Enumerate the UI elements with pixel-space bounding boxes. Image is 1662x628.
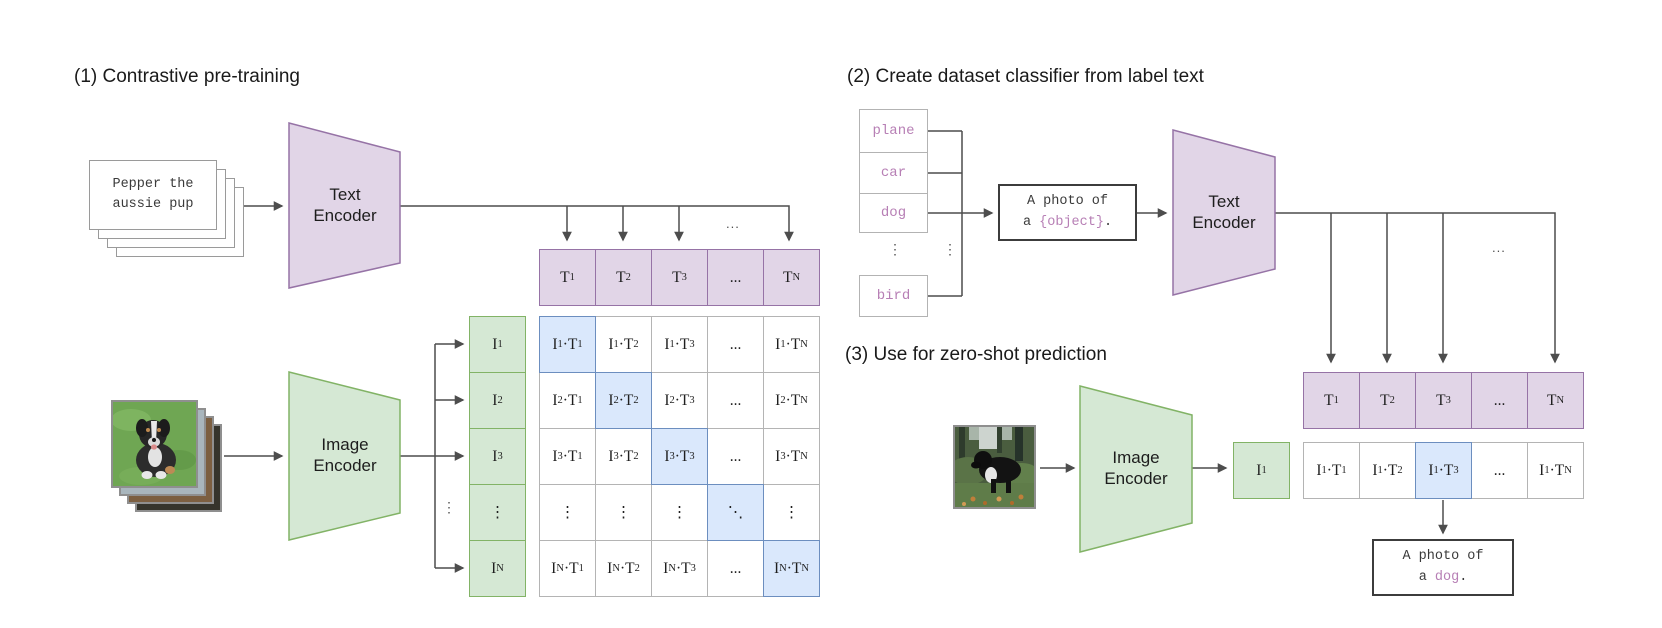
section1-title: (1) Contrastive pre-training — [74, 66, 300, 87]
prediction-box: A photo of a dog. — [1372, 539, 1514, 596]
image-encoder-label: Image Encoder — [313, 435, 377, 475]
prediction-line2: a dog. — [1418, 569, 1468, 585]
query-photo — [953, 425, 1036, 509]
text-encoder2-label: Text Encoder — [1192, 192, 1256, 232]
matrix-cell: ⋮ — [539, 484, 596, 541]
puppy-photo — [111, 400, 198, 488]
text-encoder-label: Text Encoder — [313, 185, 377, 225]
text-card-line1: Pepper the — [112, 177, 194, 193]
t-dots-cell: ... — [707, 249, 764, 306]
matrix-cell: ... — [707, 540, 764, 597]
puppy-illustration — [113, 402, 196, 486]
vdots-image-bus: ⋮ — [442, 501, 456, 516]
class-label-car: car — [859, 151, 928, 194]
t-dots-cell: ... — [1471, 372, 1528, 429]
matrix-cell: ⋱ — [707, 484, 764, 541]
matrix-cell: ... — [707, 316, 764, 373]
result-dots-cell: ... — [1471, 442, 1528, 499]
section3-title: (3) Use for zero-shot prediction — [845, 344, 1107, 365]
prompt-line1: A photo of — [1026, 194, 1108, 210]
prompt-object-token: {object} — [1039, 214, 1104, 230]
line-text-encoder2-to-t-n — [1275, 212, 1560, 364]
predicted-class: dog — [1434, 569, 1460, 585]
text-card-line2: aussie pup — [112, 197, 194, 212]
section2-title: (2) Create dataset classifier from label… — [847, 66, 1204, 87]
vdots-labels-left: ⋮ — [888, 243, 902, 258]
dog-illustration — [955, 427, 1034, 507]
class-label-bird: bird — [859, 275, 928, 317]
hdots-right: ... — [1492, 240, 1506, 255]
vdots-labels-right: ⋮ — [943, 243, 957, 258]
matrix-cell: ⋮ — [763, 484, 820, 541]
matrix-cell: ... — [707, 428, 764, 485]
matrix-cell: ⋮ — [595, 484, 652, 541]
prompt-template-box: A photo of a {object}. — [998, 184, 1137, 241]
class-label-plane: plane — [859, 109, 928, 153]
prompt-line2: a {object}. — [1022, 214, 1113, 230]
matrix-cell: ⋮ — [651, 484, 708, 541]
matrix-cell: ... — [707, 372, 764, 429]
i-dots-cell: ⋮ — [469, 484, 526, 541]
text-card: Pepper the aussie pup — [89, 160, 217, 230]
hdots-left: ... — [726, 216, 740, 231]
text-encoder2-shape — [1172, 129, 1276, 296]
prediction-line1: A photo of — [1402, 549, 1484, 565]
line-text-encoder-to-t-n — [400, 205, 794, 242]
class-label-dog: dog — [859, 192, 928, 233]
image-encoder2-label: Image Encoder — [1104, 448, 1168, 488]
image-encoder-shape — [288, 371, 401, 541]
image-encoder2-shape — [1079, 385, 1193, 553]
text-encoder-shape — [288, 122, 401, 289]
